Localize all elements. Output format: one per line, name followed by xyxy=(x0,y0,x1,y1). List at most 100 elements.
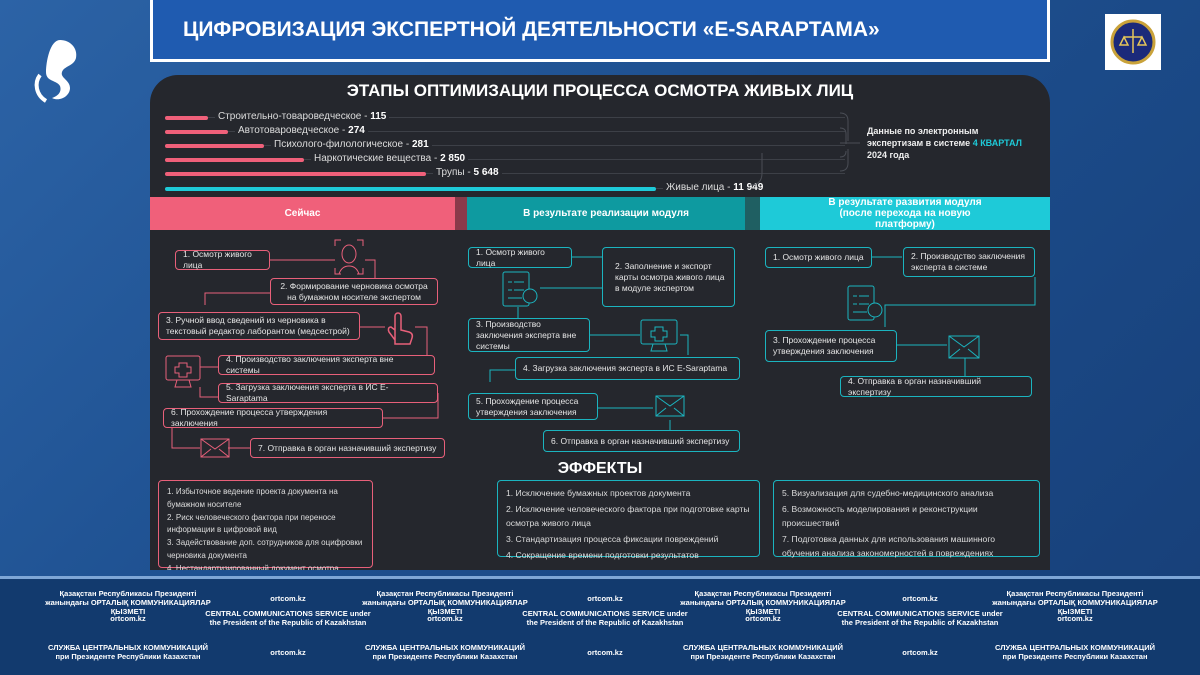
effects-platform: 5. Визуализация для судебно-медицинского… xyxy=(773,480,1040,558)
step-module-3: 3. Производство заключения эксперта вне … xyxy=(468,318,590,352)
footer-site[interactable]: ortcom.kz xyxy=(745,614,781,623)
category-label: Живые лица - xyxy=(666,182,734,193)
effect-item: 1. Избыточное ведение проекта документа … xyxy=(167,487,338,509)
step-now-4: 4. Производство заключения эксперта вне … xyxy=(218,354,435,375)
footer-en: CENTRAL COMMUNICATIONS SERVICE under the… xyxy=(522,609,688,627)
step-platform-2: 2. Производство заключения эксперта в си… xyxy=(903,247,1035,277)
guide-line xyxy=(165,145,845,146)
effect-item: 7. Подготовка данных для использования м… xyxy=(782,534,996,558)
footer: Қазақстан Республикасы Президенті жанынд… xyxy=(0,576,1200,675)
emblem-logo xyxy=(1105,14,1161,70)
footer-site[interactable]: ortcom.kz xyxy=(587,648,623,657)
value-label: 281 xyxy=(411,139,429,150)
guide-line xyxy=(165,131,845,132)
footer-site[interactable]: ortcom.kz xyxy=(110,614,146,623)
effect-item: 1. Исключение бумажных проектов документ… xyxy=(506,488,691,498)
value-label: 5 648 xyxy=(473,167,499,178)
snow-leopard-logo xyxy=(30,35,85,115)
effect-item: 4. Сокращение времени подготовки результ… xyxy=(506,550,699,560)
bar-label: Живые лица - 11 949 xyxy=(663,182,767,193)
step-module-2: 2. Заполнение и экспорт карты осмотра жи… xyxy=(602,247,735,307)
step-now-5: 5. Загрузка заключения эксперта в ИС E-S… xyxy=(218,382,438,403)
category-label: Строительно-товароведческое - xyxy=(218,111,371,122)
infographic-title: ЭТАПЫ ОПТИМИЗАЦИИ ПРОЦЕССА ОСМОТРА ЖИВЫХ… xyxy=(346,81,854,100)
footer-ru: СЛУЖБА ЦЕНТРАЛЬНЫХ КОММУНИКАЦИЙ при През… xyxy=(364,643,525,661)
footer-ru: СЛУЖБА ЦЕНТРАЛЬНЫХ КОММУНИКАЦИЙ при През… xyxy=(994,643,1155,661)
footer-kz: Қазақстан Республикасы Президенті жанынд… xyxy=(45,589,211,616)
bar xyxy=(165,158,304,162)
footer-en: CENTRAL COMMUNICATIONS SERVICE under the… xyxy=(205,609,371,627)
step-now-3: 3. Ручной ввод сведений из черновика в т… xyxy=(158,312,360,340)
footer-kz: Қазақстан Республикасы Президенті жанынд… xyxy=(680,589,846,616)
category-label: Наркотические вещества - xyxy=(314,153,441,164)
phase-now: Сейчас xyxy=(150,197,455,230)
flow-connectors xyxy=(171,256,1036,449)
envelope-icon xyxy=(948,335,980,364)
step-now-7: 7. Отправка в орган назначивший эксперти… xyxy=(250,438,445,458)
step-module-5: 5. Прохождение процесса утверждения закл… xyxy=(468,393,598,420)
step-module-1: 1. Осмотр живого лица xyxy=(468,247,572,268)
effect-item: 4. Нестандартизированный документ осмотр… xyxy=(167,563,339,570)
step-platform-3: 3. Прохождение процесса утверждения закл… xyxy=(765,330,897,362)
clipboard-icon xyxy=(845,282,885,329)
effect-item: 5. Визуализация для судебно-медицинского… xyxy=(782,488,994,498)
footer-site[interactable]: ortcom.kz xyxy=(270,594,306,603)
hand-pointer-icon xyxy=(385,310,415,351)
footer-site[interactable]: ortcom.kz xyxy=(902,594,938,603)
clipboard-icon xyxy=(500,268,540,315)
footer-ru: СЛУЖБА ЦЕНТРАЛЬНЫХ КОММУНИКАЦИЙ при През… xyxy=(682,643,843,661)
bar xyxy=(165,116,208,120)
guide-line xyxy=(165,159,845,160)
effect-item: 2. Исключение человеческого фактора при … xyxy=(506,504,750,528)
footer-en: CENTRAL COMMUNICATIONS SERVICE under the… xyxy=(837,609,1003,627)
footer-site[interactable]: ortcom.kz xyxy=(1057,614,1093,623)
footer-site[interactable]: ortcom.kz xyxy=(427,614,463,623)
effect-item: 3. Стандартизация процесса фиксации повр… xyxy=(506,534,719,544)
guide-line xyxy=(165,117,845,118)
bar-label: Автотовароведческое - 274 xyxy=(235,125,368,136)
bar xyxy=(165,130,228,134)
effects-module: 1. Исключение бумажных проектов документ… xyxy=(497,480,760,560)
category-label: Трупы - xyxy=(436,167,474,178)
footer-site[interactable]: ortcom.kz xyxy=(270,648,306,657)
bar-label: Строительно-товароведческое - 115 xyxy=(215,111,390,122)
envelope-icon xyxy=(655,395,685,422)
value-label: 115 xyxy=(370,111,387,122)
phase-module: В результате реализации модуля xyxy=(467,197,745,230)
guide-line xyxy=(165,173,845,174)
step-module-4: 4. Загрузка заключения эксперта в ИС E-S… xyxy=(515,357,740,380)
envelope-icon xyxy=(200,438,230,463)
bar-label: Трупы - 5 648 xyxy=(433,167,502,178)
effects-now: 1. Избыточное ведение проекта документа … xyxy=(158,480,373,570)
effect-item: 6. Возможность моделирования и реконстру… xyxy=(782,504,978,528)
page-title: ЦИФРОВИЗАЦИЯ ЭКСПЕРТНОЙ ДЕЯТЕЛЬНОСТИ «E-… xyxy=(150,0,1050,62)
footer-ru: СЛУЖБА ЦЕНТРАЛЬНЫХ КОММУНИКАЦИЙ при През… xyxy=(47,643,208,661)
step-now-6: 6. Прохождение процесса утверждения закл… xyxy=(163,407,383,428)
phase-platform: В результате развития модуля (после пере… xyxy=(760,197,1050,230)
value-label: 2 850 xyxy=(440,153,466,164)
bar-label: Наркотические вещества - 2 850 xyxy=(311,153,469,164)
footer-kz: Қазақстан Республикасы Президенті жанынд… xyxy=(992,589,1158,616)
step-now-1: 1. Осмотр живого лица xyxy=(175,249,270,270)
medical-monitor-icon xyxy=(640,319,678,358)
step-platform-1: 1. Осмотр живого лица xyxy=(765,247,872,268)
step-platform-4: 4. Отправка в орган назначивший эксперти… xyxy=(840,376,1032,397)
bracket-lines xyxy=(749,112,860,186)
effect-item: 3. Задействование доп. сотрудников для о… xyxy=(167,538,363,560)
step-now-2: 2. Формирование черновика осмотра на бум… xyxy=(270,278,438,305)
footer-site[interactable]: ortcom.kz xyxy=(902,648,938,657)
effect-item: 2. Риск человеческого фактора при перено… xyxy=(167,512,336,535)
value-label: 11 949 xyxy=(733,182,764,193)
footer-kz: Қазақстан Республикасы Президенті жанынд… xyxy=(362,589,528,616)
medical-monitor-icon xyxy=(165,355,201,394)
step-module-6: 6. Отправка в орган назначивший эксперти… xyxy=(543,430,740,452)
value-label: 274 xyxy=(348,125,365,136)
effects-title: ЭФФЕКТЫ xyxy=(557,460,643,477)
bar-label: Психолого-филологическое - 281 xyxy=(271,139,432,150)
footer-site[interactable]: ortcom.kz xyxy=(587,594,623,603)
face-scan-icon xyxy=(333,238,365,281)
bar xyxy=(165,187,656,191)
category-label: Автотовароведческое - xyxy=(238,125,349,136)
bar xyxy=(165,172,426,176)
data-note: Данные по электронным экспертизам в сист… xyxy=(867,126,1022,160)
